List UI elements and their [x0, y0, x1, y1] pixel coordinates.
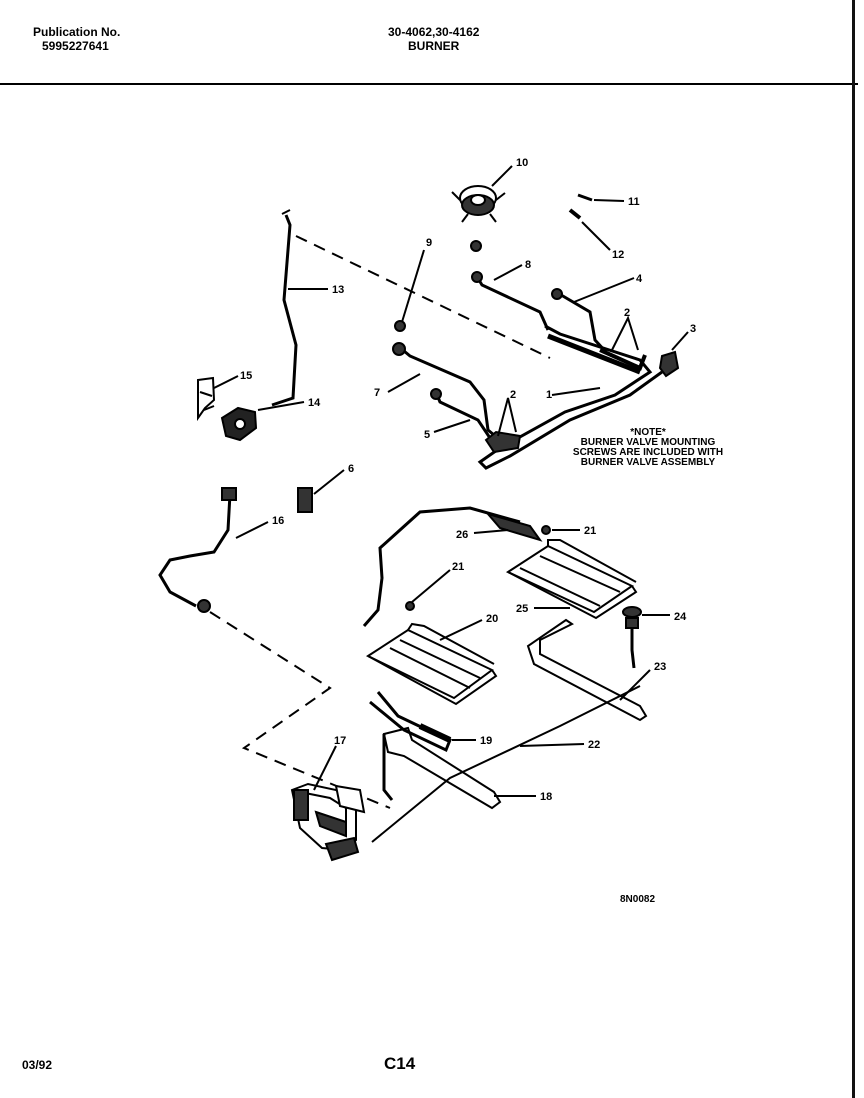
callout-8: 8 [525, 259, 531, 271]
note-line-1: BURNER VALVE MOUNTING [580, 437, 716, 448]
callout-26: 26 [456, 529, 468, 541]
model-numbers: 30-4062,30-4162 [388, 25, 480, 39]
note-line-3: BURNER VALVE ASSEMBLY [580, 457, 716, 468]
footer-date: 03/92 [22, 1058, 53, 1072]
bracket-15 [197, 376, 216, 422]
tube-7 [397, 344, 501, 442]
diagram-code: 8N0082 [620, 894, 655, 905]
thermocouple-16 [158, 493, 232, 608]
header-rule [0, 83, 858, 85]
part-11 [577, 193, 593, 202]
valve-17 [290, 782, 366, 862]
publication-number: 5995227641 [42, 39, 109, 53]
callout-13: 13 [332, 284, 344, 296]
callout-23: 23 [654, 661, 666, 673]
publication-label: Publication No. [33, 25, 121, 39]
footer-page-code: C14 [384, 1054, 416, 1073]
callout-21b: 21 [452, 561, 464, 573]
callout-25: 25 [516, 603, 528, 615]
callout-7: 7 [374, 387, 380, 399]
callout-17: 17 [334, 735, 346, 747]
burner-valve-note: *NOTE* BURNER VALVE MOUNTING SCREWS ARE … [548, 428, 748, 468]
callout-1: 1 [546, 389, 552, 401]
callout-16: 16 [272, 515, 284, 527]
part-12 [568, 208, 582, 220]
callout-3: 3 [690, 323, 696, 335]
callout-5: 5 [424, 429, 430, 441]
callout-22: 22 [588, 739, 600, 751]
callout-2b: 2 [510, 389, 516, 401]
callout-6: 6 [348, 463, 354, 475]
callout-21a: 21 [584, 525, 596, 537]
pilot-tube-26 [362, 506, 521, 627]
callout-11: 11 [628, 196, 640, 208]
part-6 [297, 487, 313, 513]
callout-9: 9 [426, 237, 432, 249]
dashed-pilot-line [209, 611, 391, 809]
note-line-2: SCREWS ARE INCLUDED WITH [572, 447, 724, 458]
note-title: *NOTE* [630, 427, 666, 438]
callout-15: 15 [240, 370, 252, 382]
callout-19: 19 [480, 735, 492, 747]
burner-tube-23 [526, 618, 648, 722]
section-title: BURNER [408, 39, 460, 53]
tube-8 [474, 274, 550, 331]
part-9 [394, 320, 406, 332]
burner-25 [505, 539, 638, 620]
part-24 [622, 606, 642, 669]
callout-18: 18 [540, 791, 552, 803]
pipe-13 [271, 214, 298, 407]
part-3 [658, 350, 680, 378]
callout-12: 12 [612, 249, 624, 261]
page-border [852, 0, 855, 1098]
callout-24: 24 [674, 611, 687, 623]
burner-20 [365, 622, 498, 706]
valve-10 [451, 185, 506, 223]
dashed-reference-line [295, 235, 551, 359]
callout-10: 10 [516, 157, 528, 169]
gas-line-22 [371, 685, 641, 843]
callout-20: 20 [486, 613, 498, 625]
callout-4: 4 [636, 273, 643, 285]
callout-14: 14 [308, 397, 321, 409]
callout-2a: 2 [624, 307, 630, 319]
